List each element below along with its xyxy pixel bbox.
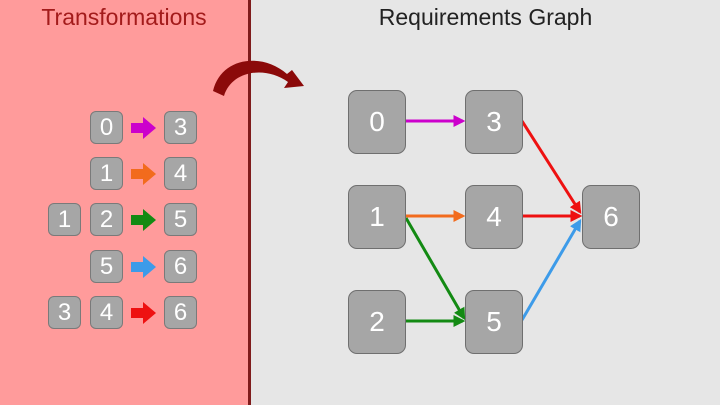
edge-5-to-6 [520, 218, 582, 321]
transformation-1-output: 3 [164, 111, 197, 144]
transformation-1-input-0: 0 [90, 111, 123, 144]
graph-node-6: 6 [582, 185, 640, 249]
transformation-5-input-0: 3 [48, 296, 81, 329]
graph-node-1: 1 [348, 185, 406, 249]
edge-3-to-6 [520, 120, 582, 215]
transformation-2-arrow-icon [131, 163, 156, 185]
panel-divider [248, 0, 251, 405]
transformation-2-output: 4 [164, 157, 197, 190]
graph-node-0: 0 [348, 90, 406, 154]
transformation-1-arrow-icon [131, 117, 156, 139]
transformation-2-input-0: 1 [90, 157, 123, 190]
graph-node-2: 2 [348, 290, 406, 354]
graph-node-3: 3 [465, 90, 523, 154]
transformation-3-input-1: 2 [90, 203, 123, 236]
requirements-graph-title: Requirements Graph [378, 4, 593, 30]
transformation-4-output: 6 [164, 250, 197, 283]
transformation-3-output: 5 [164, 203, 197, 236]
graph-node-5: 5 [465, 290, 523, 354]
transformation-4-input-0: 5 [90, 250, 123, 283]
graph-node-4: 4 [465, 185, 523, 249]
transformation-3-arrow-icon [131, 209, 156, 231]
edge-1-to-5 [404, 217, 466, 321]
transformation-4-arrow-icon [131, 256, 156, 278]
transformation-5-output: 6 [164, 296, 197, 329]
transformations-panel [0, 0, 248, 405]
transformation-5-input-1: 4 [90, 296, 123, 329]
transformations-title: Transformations [41, 4, 207, 30]
transformation-5-arrow-icon [131, 302, 156, 324]
transformation-3-input-0: 1 [48, 203, 81, 236]
